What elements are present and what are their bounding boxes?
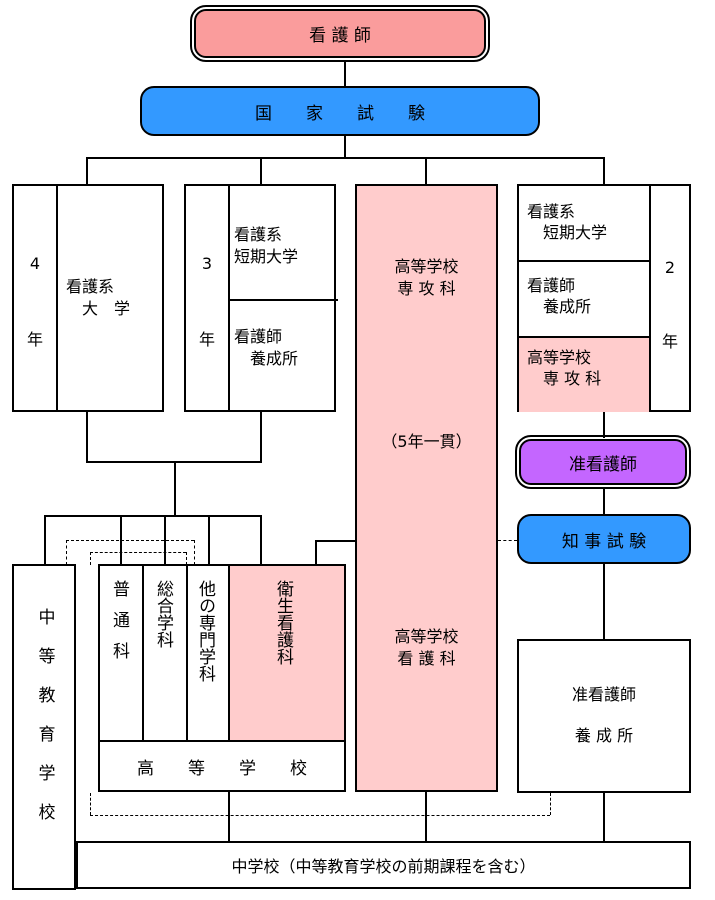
junior-high-school: 中学校（中等教育学校の前期課程を含む） (76, 841, 691, 889)
univ-years: 4 (29, 254, 41, 273)
governor-exam-label: 知 事 試 験 (561, 531, 647, 552)
hs-general-course: 普通科 (109, 580, 129, 673)
high-school-5yr: 高等学校 専 攻 科 （5年一貫） 高等学校 看 護 科 (355, 184, 498, 792)
jc2-advanced: 高等学校 専 攻 科 (527, 348, 602, 388)
junior-college-3yr: 3 年 看護系 短期大学 看護師 養成所 (184, 184, 338, 412)
jc2-years: 2 (664, 258, 676, 277)
junior-high-label: 中学校（中等教育学校の前期課程を含む） (231, 857, 536, 876)
assoc-nurse-school: 准看護師 養 成 所 (517, 639, 691, 793)
jc2-college: 看護系 短期大学 (527, 202, 608, 242)
nurse-box: 看 護 師 (190, 5, 490, 62)
univ-label: 看護系 大 学 (66, 277, 131, 318)
hs-integrated-course: 総合学科 (153, 580, 173, 648)
hs-nursing-label: 高等学校 看 護 科 (394, 627, 459, 668)
jc2-unit: 年 (661, 332, 678, 351)
national-exam-box: 国 家 試 験 (140, 86, 540, 136)
assoc-nurse-label: 准看護師 (569, 454, 637, 475)
course-2yr: 看護系 短期大学 看護師 養成所 高等学校 専 攻 科 2 年 (517, 184, 691, 412)
hs-five-year-note: （5年一貫） (381, 432, 472, 451)
assoc-nurse-box: 准看護師 (515, 435, 691, 489)
high-school: 普通科 総合学科 他の専門学科 衛生看護科 高 等 学 校 (98, 564, 346, 792)
hs-advanced-label: 高等学校 専 攻 科 (394, 257, 459, 298)
secondary-school: 中等教育学校 (12, 564, 76, 890)
university-4yr: 4 年 看護系 大 学 (12, 184, 164, 412)
jc3-unit: 年 (198, 330, 215, 349)
high-school-label: 高 等 学 校 (137, 759, 307, 779)
secondary-school-label: 中等教育学校 (34, 608, 55, 842)
hs-nursing-course: 衛生看護科 (273, 580, 293, 665)
governor-exam-box: 知 事 試 験 (517, 514, 691, 564)
jc3-years: 3 (201, 254, 213, 273)
jc3-college: 看護系 短期大学 (234, 225, 299, 266)
hs-other-course: 他の専門学科 (195, 580, 215, 682)
jc3-school: 看護師 養成所 (234, 327, 299, 368)
assoc-school-label: 准看護師 養 成 所 (571, 684, 636, 746)
nurse-label: 看 護 師 (309, 26, 371, 46)
univ-unit: 年 (26, 330, 43, 349)
jc2-school: 看護師 養成所 (527, 276, 592, 316)
national-exam-label: 国 家 試 験 (255, 103, 425, 124)
